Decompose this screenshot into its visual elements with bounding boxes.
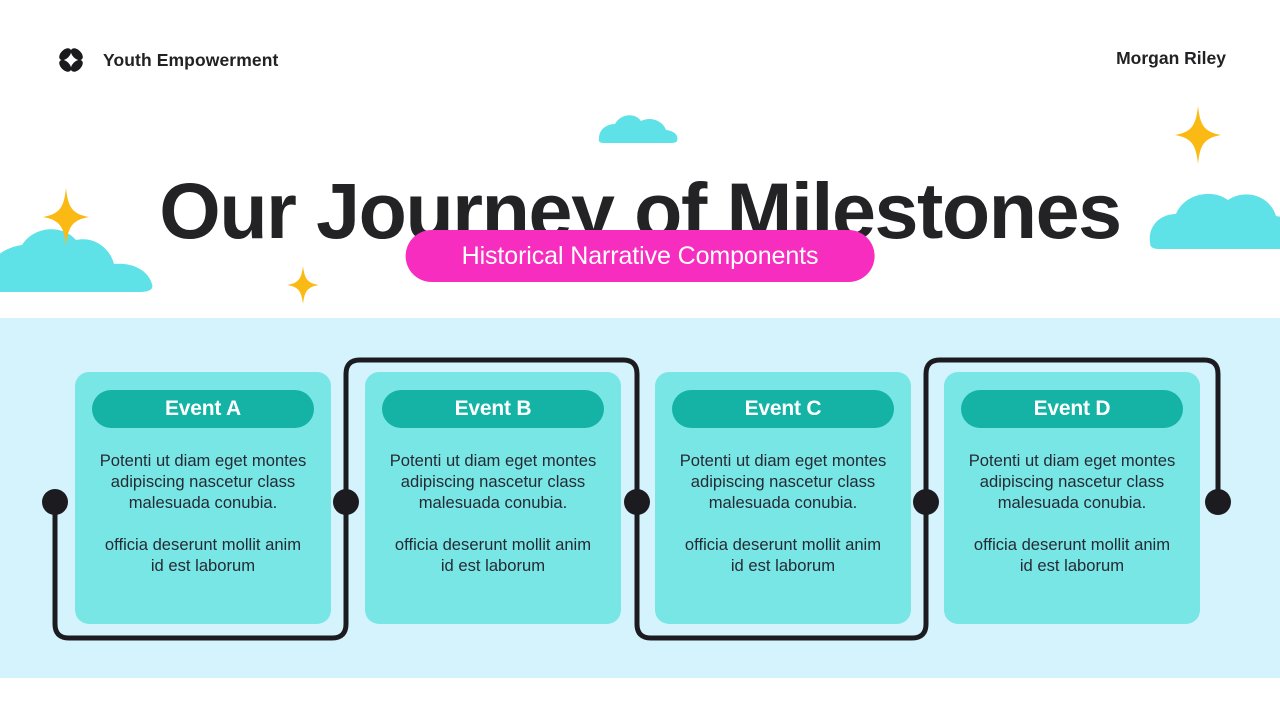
timeline-card-d[interactable]: Event D Potenti ut diam eget montes adip… bbox=[944, 372, 1200, 624]
brand-name: Youth Empowerment bbox=[103, 49, 279, 70]
card-header-d: Event D bbox=[961, 390, 1183, 428]
card-paragraph-2: officia deserunt mollit anim id est labo… bbox=[394, 535, 592, 575]
sparkle-right-icon bbox=[1174, 106, 1222, 164]
card-paragraph-1: Potenti ut diam eget montes adipiscing n… bbox=[968, 451, 1176, 512]
timeline-card-a[interactable]: Event A Potenti ut diam eget montes adip… bbox=[75, 372, 331, 624]
top-bar: Youth Empowerment Morgan Riley bbox=[0, 0, 1280, 104]
card-header-a: Event A bbox=[92, 390, 314, 428]
band-footer bbox=[0, 678, 1280, 720]
timeline-card-b[interactable]: Event B Potenti ut diam eget montes adip… bbox=[365, 372, 621, 624]
timeline-node-1[interactable] bbox=[42, 489, 68, 515]
sparkle-left-small-icon bbox=[286, 266, 320, 304]
connector-d-above bbox=[923, 357, 1221, 505]
author-name: Morgan Riley bbox=[1116, 48, 1226, 68]
connector-c-below bbox=[634, 499, 929, 641]
timeline-node-3[interactable] bbox=[624, 489, 650, 515]
card-header-b: Event B bbox=[382, 390, 604, 428]
timeline-node-5[interactable] bbox=[1205, 489, 1231, 515]
card-label-b: Event B bbox=[454, 397, 532, 420]
timeline: Event A Potenti ut diam eget montes adip… bbox=[0, 318, 1280, 678]
cloud-title-icon bbox=[597, 110, 679, 144]
card-label-d: Event D bbox=[1033, 397, 1111, 420]
timeline-card-c[interactable]: Event C Potenti ut diam eget montes adip… bbox=[655, 372, 911, 624]
card-body-a: Potenti ut diam eget montes adipiscing n… bbox=[89, 450, 317, 576]
brand: Youth Empowerment bbox=[55, 44, 278, 76]
card-paragraph-1: Potenti ut diam eget montes adipiscing n… bbox=[389, 451, 597, 512]
card-body-d: Potenti ut diam eget montes adipiscing n… bbox=[958, 450, 1186, 576]
card-label-a: Event A bbox=[164, 397, 241, 420]
timeline-connectors bbox=[52, 357, 1221, 641]
card-paragraph-1: Potenti ut diam eget montes adipiscing n… bbox=[679, 451, 887, 512]
card-paragraph-2: officia deserunt mollit anim id est labo… bbox=[104, 535, 302, 575]
card-paragraph-2: officia deserunt mollit anim id est labo… bbox=[684, 535, 882, 575]
connector-a-below bbox=[52, 499, 349, 641]
timeline-node-4[interactable] bbox=[913, 489, 939, 515]
card-paragraph-1: Potenti ut diam eget montes adipiscing n… bbox=[99, 451, 307, 512]
subtitle-label: Historical Narrative Components bbox=[461, 241, 819, 270]
subtitle-badge: Historical Narrative Components bbox=[405, 230, 875, 282]
connector-b-above bbox=[343, 357, 640, 505]
timeline-node-2[interactable] bbox=[333, 489, 359, 515]
card-paragraph-2: officia deserunt mollit anim id est labo… bbox=[973, 535, 1171, 575]
header-section: Our Journey of Milestones Historical Nar… bbox=[0, 0, 1280, 318]
card-body-b: Potenti ut diam eget montes adipiscing n… bbox=[379, 450, 607, 576]
card-body-c: Potenti ut diam eget montes adipiscing n… bbox=[669, 450, 897, 576]
card-header-c: Event C bbox=[672, 390, 894, 428]
card-label-c: Event C bbox=[744, 397, 822, 420]
four-petal-clover-icon bbox=[59, 48, 83, 72]
